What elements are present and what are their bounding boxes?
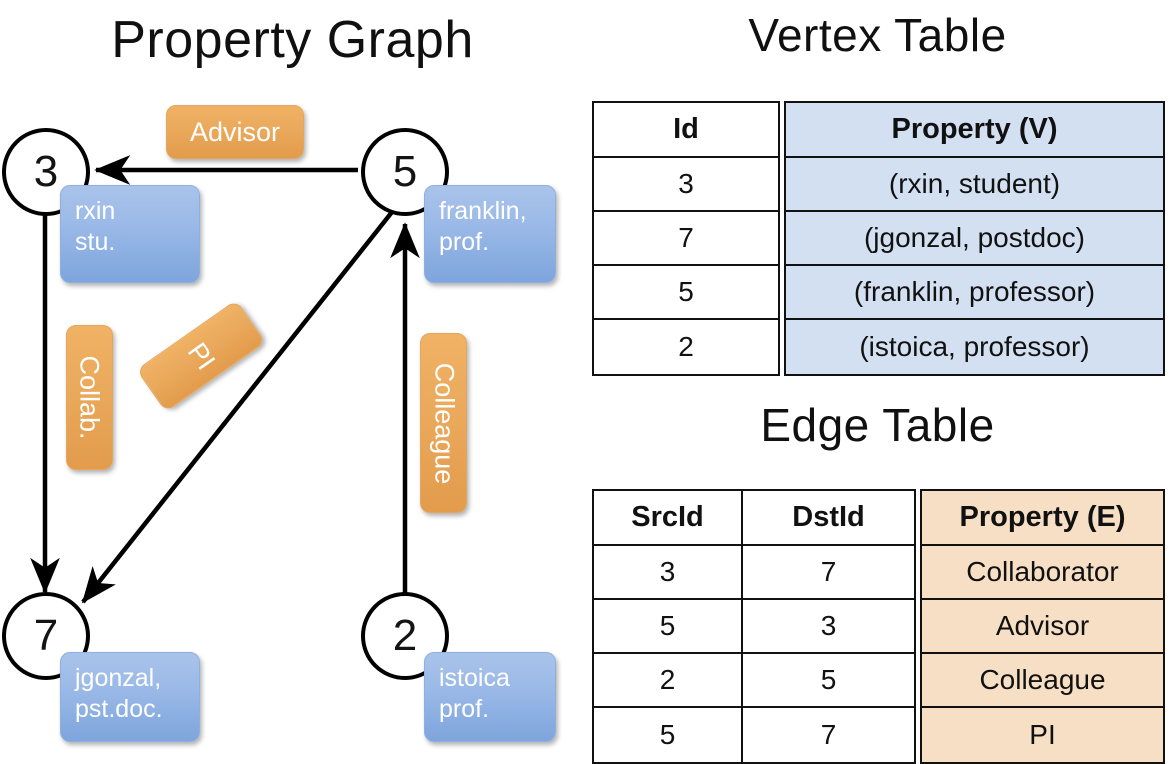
vertex-table-header-property: Property (V) xyxy=(786,103,1163,158)
table-cell: 7 xyxy=(594,212,778,266)
vertex-table: Id 3 7 5 2 Property (V) (rxin, student) … xyxy=(592,101,1165,376)
page-title-property-graph: Property Graph xyxy=(111,11,474,69)
edge-label-colleague-text: Colleague xyxy=(429,362,459,484)
edge-label-colleague: Colleague xyxy=(420,333,467,513)
table-cell: 5 xyxy=(743,654,914,708)
node-property-box-5: franklin, prof. xyxy=(424,185,556,283)
vertex-table-id-column: Id 3 7 5 2 xyxy=(592,101,780,376)
node-property-line: franklin, xyxy=(439,197,527,225)
node-property-line: istoica xyxy=(439,664,510,692)
node-property-line: prof. xyxy=(439,695,490,723)
table-cell: 3 xyxy=(594,546,743,600)
table-cell: (jgonzal, postdoc) xyxy=(786,212,1163,266)
edge-label-collab-text: Collab. xyxy=(75,355,106,440)
node-property-box-7: jgonzal, pst.doc. xyxy=(60,652,200,742)
table-cell: 3 xyxy=(743,600,914,654)
table-cell: Advisor xyxy=(922,600,1163,654)
table-cell: 3 xyxy=(594,158,778,212)
edge-table-header-dstid: DstId xyxy=(743,491,914,546)
table-cell: (istoica, professor) xyxy=(786,320,1163,374)
edge-label-collab: Collab. xyxy=(66,325,113,470)
page-title-edge-table: Edge Table xyxy=(760,399,995,451)
node-property-line: stu. xyxy=(75,228,116,256)
node-property-line: pst.doc. xyxy=(75,695,163,723)
edge-table-src-dst-columns: SrcId DstId 3 7 5 3 2 5 5 7 xyxy=(592,489,916,764)
vertex-table-property-column: Property (V) (rxin, student) (jgonzal, p… xyxy=(784,101,1165,376)
table-cell: 2 xyxy=(594,320,778,374)
table-cell: PI xyxy=(922,708,1163,762)
table-cell: 7 xyxy=(743,708,914,762)
graph-node-5[interactable]: 5 xyxy=(361,128,449,216)
edge-table: SrcId DstId 3 7 5 3 2 5 5 7 Property (E)… xyxy=(592,489,1165,764)
table-cell: Collaborator xyxy=(922,546,1163,600)
table-cell: 2 xyxy=(594,654,743,708)
edge-table-header-srcid: SrcId xyxy=(594,491,743,546)
edge-label-advisor-text: Advisor xyxy=(189,116,281,147)
property-graph-diagram: 3 5 7 2 rxin stu. franklin, prof. jgonza… xyxy=(0,0,585,760)
table-cell: (franklin, professor) xyxy=(786,266,1163,320)
node-property-line: rxin xyxy=(75,197,116,225)
vertex-table-header-id: Id xyxy=(594,103,778,158)
table-cell: 5 xyxy=(594,600,743,654)
edge-table-header-property: Property (E) xyxy=(922,491,1163,546)
node-property-line: prof. xyxy=(439,228,490,256)
table-cell: (rxin, student) xyxy=(786,158,1163,212)
graph-node-2[interactable]: 2 xyxy=(361,592,449,680)
edge-label-advisor: Advisor xyxy=(166,105,304,159)
table-cell: 5 xyxy=(594,266,778,320)
node-property-line: jgonzal, xyxy=(75,664,162,692)
edge-label-pi-text: PI xyxy=(181,336,222,375)
table-cell: 7 xyxy=(743,546,914,600)
graph-edges-layer xyxy=(30,155,420,604)
node-property-box-3: rxin stu. xyxy=(60,185,200,283)
node-property-box-2: istoica prof. xyxy=(424,652,556,742)
edge-5-to-7 xyxy=(81,210,394,604)
table-cell: 5 xyxy=(594,708,743,762)
edge-table-property-column: Property (E) Collaborator Advisor Collea… xyxy=(920,489,1165,764)
page-title-vertex-table: Vertex Table xyxy=(748,9,1007,61)
table-cell: Colleague xyxy=(922,654,1163,708)
